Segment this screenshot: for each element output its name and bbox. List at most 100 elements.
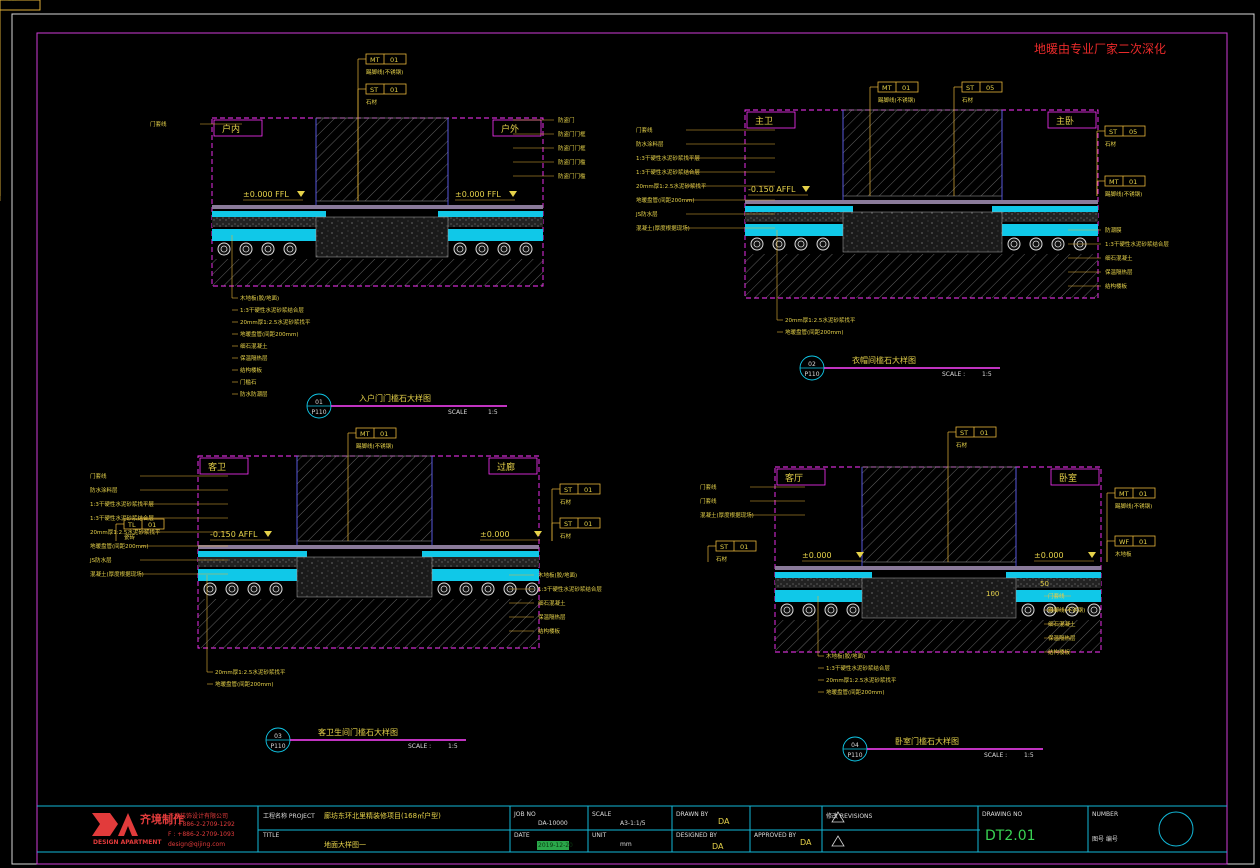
material-tag-note: 石材 xyxy=(962,96,974,104)
left-note: 门套线 xyxy=(700,483,717,491)
mortar-layer xyxy=(745,206,853,212)
mortar-layer xyxy=(775,572,872,578)
designed-label: DESIGNED BY xyxy=(676,832,717,839)
material-tag-no: 05 xyxy=(1129,128,1137,136)
mortar-layer xyxy=(1006,572,1101,578)
mortar-layer xyxy=(992,206,1098,212)
detail-scale-label: SCALE xyxy=(448,409,467,416)
heating-pipe xyxy=(1087,603,1101,617)
date-value: 2019-12-20 xyxy=(538,842,573,849)
heating-pipe xyxy=(846,603,860,617)
heating-pipe xyxy=(481,582,495,596)
threshold-block xyxy=(861,577,1017,619)
heating-pipe-inner xyxy=(462,585,470,593)
revision-triangle-1 xyxy=(831,811,845,823)
level-triangle xyxy=(264,531,272,537)
detail-scale-value: 1:5 xyxy=(488,409,498,416)
scale-label: SCALE xyxy=(592,811,612,818)
heating-pipe xyxy=(269,582,283,596)
material-tag-no: 01 xyxy=(380,430,388,438)
threshold-block xyxy=(842,211,1003,253)
heating-pipe xyxy=(1007,237,1021,251)
left-note: JS防水层 xyxy=(89,556,112,564)
heating-pipe-inner xyxy=(753,240,761,248)
right-note: 防盗门门框 xyxy=(558,130,586,138)
finish-layer xyxy=(198,545,539,549)
level-triangle xyxy=(297,191,305,197)
left-note: JS防水层 xyxy=(635,210,658,218)
bottom-note: 结构楼板 xyxy=(240,366,263,374)
bottom-note: 地暖盘管(间距200mm) xyxy=(215,680,274,688)
heating-pipe-inner xyxy=(827,606,835,614)
unit-value: mm xyxy=(620,841,632,848)
heating-pipe-inner xyxy=(500,245,508,253)
bottom-note: 地暖盘管(间距200mm) xyxy=(826,688,885,696)
right-note: 结构楼板 xyxy=(538,627,561,635)
date-label: DATE xyxy=(514,832,530,839)
heating-pipe-inner xyxy=(220,245,228,253)
material-tag-note: 踢脚线(不锈钢) xyxy=(356,442,393,450)
material-tag-code: TL xyxy=(127,521,136,529)
material-tag-note: 瓷砖 xyxy=(124,533,136,541)
job-no: DA-10000 xyxy=(538,820,568,827)
heating-pipe xyxy=(824,603,838,617)
right-note: 1:3干硬性水泥砂浆结合层 xyxy=(538,585,602,593)
bottom-note: 地暖盘管(间距200mm) xyxy=(785,328,844,336)
drawing-title: 地面大样图一 xyxy=(324,841,366,849)
number-sub: 图号 编号 xyxy=(1092,836,1118,843)
level-marker: -0.150 AFFL xyxy=(210,530,258,539)
approved-value: DA xyxy=(800,838,812,847)
detail-scale-label: SCALE : xyxy=(942,371,965,378)
left-note: 1:3干硬性水泥砂浆结合层 xyxy=(636,168,700,176)
heating-pipe-inner xyxy=(1024,606,1032,614)
drawing-no-label: DRAWING NO xyxy=(982,811,1023,818)
left-note: 门套线 xyxy=(636,126,653,134)
drawn-label: DRAWN BY xyxy=(676,811,709,818)
heating-pipe xyxy=(816,237,830,251)
heating-pipe xyxy=(247,582,261,596)
heating-pipe-inner xyxy=(849,606,857,614)
heating-pipe-inner xyxy=(286,245,294,253)
right-note: 1:3干硬性水泥砂浆结合层 xyxy=(1105,240,1169,248)
left-note: 20mm厚1:2.5水泥砂浆找平 xyxy=(90,528,161,536)
material-tag-no: 01 xyxy=(1139,490,1147,498)
material-tag-code: WF xyxy=(0,0,10,2)
revision-triangle-2 xyxy=(831,835,845,847)
bottom-note: 1:3干硬性水泥砂浆结合层 xyxy=(826,664,890,672)
detail-ref: P110 xyxy=(847,752,862,759)
right-note: 保温隔热层 xyxy=(538,613,566,621)
material-tag-no: 01 xyxy=(148,521,156,529)
company-logo xyxy=(92,813,138,836)
level-marker: ±0.000 FFL xyxy=(455,190,501,199)
mortar-layer xyxy=(212,211,326,217)
material-tag-note: 木地板 xyxy=(0,0,17,2)
room-label-box xyxy=(746,111,796,129)
level-triangle xyxy=(1088,552,1096,558)
room-label: 主卫 xyxy=(755,115,773,127)
heating-pipe xyxy=(225,582,239,596)
bottom-note: 门槛石 xyxy=(240,378,257,386)
threshold-block xyxy=(296,556,433,598)
room-label-box xyxy=(1047,111,1097,129)
detail-ref: P110 xyxy=(270,743,285,750)
wall-section xyxy=(296,455,433,542)
material-tag-note: 石材 xyxy=(560,498,572,506)
material-tag-code: MT xyxy=(1119,490,1129,498)
level-marker: ±0.000 xyxy=(480,530,510,539)
right-note: 保温隔热层 xyxy=(1105,268,1133,276)
right-note: 防潮膜 xyxy=(1105,226,1122,234)
heating-pipe xyxy=(780,603,794,617)
heating-layer xyxy=(432,569,539,581)
heating-layer xyxy=(745,224,843,236)
bottom-note: 保温隔热层 xyxy=(240,354,268,362)
right-note: 结构楼板 xyxy=(1105,282,1128,290)
left-note: 门套线 xyxy=(150,120,167,128)
level-triangle xyxy=(856,552,864,558)
bottom-note: 20mm厚1:2.5水泥砂浆找平 xyxy=(785,316,856,324)
designed-value: DA xyxy=(712,842,724,851)
detail-scale-value: 1:5 xyxy=(982,371,992,378)
room-label: 主卧 xyxy=(1056,115,1074,127)
material-tag-no: 01 xyxy=(1139,538,1147,546)
material-tag-no: 01 xyxy=(980,429,988,437)
